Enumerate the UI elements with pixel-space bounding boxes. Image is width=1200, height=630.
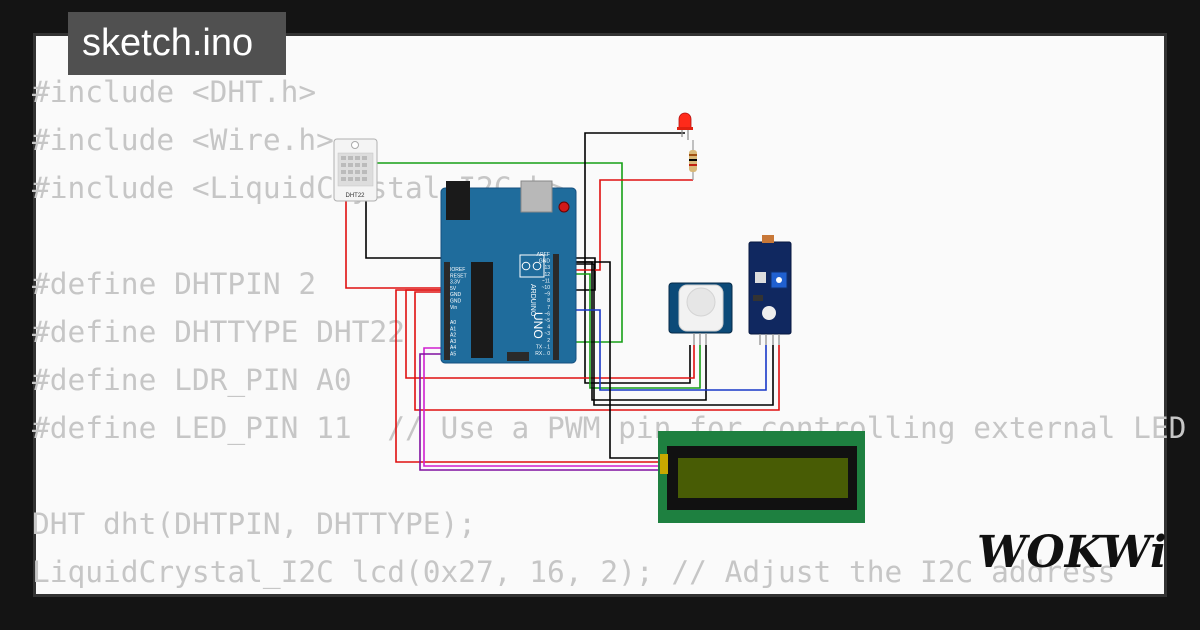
pin-label: TX→1 [536,344,550,350]
arduino-power-jack [446,181,470,220]
pin-label: A3 [450,339,456,345]
lcd-1602-display[interactable] [658,431,865,523]
pin-label: 13 [544,265,550,271]
wire-pir-out [576,273,701,389]
file-tab[interactable]: sketch.ino [68,12,286,75]
pin-label: 7 [547,305,550,311]
arduino-brand-label: ARDUINO [529,284,536,317]
pin-label: ~5 [544,318,550,324]
pin-label: 8 [547,298,550,304]
pin-label: 2 [547,338,550,344]
arduino-reset-button [558,201,570,213]
wokwi-logo: WOKWi [977,527,1167,578]
code-line: #define LDR_PIN A0 [32,363,352,397]
pin-label: 12 [544,272,550,278]
file-tab-label: sketch.ino [82,22,254,64]
wire-led-anode [584,132,691,384]
wire-lcd-sda [423,347,660,467]
lcd-screen [678,458,848,498]
wire-dht-gnd [365,185,596,291]
code-line: LiquidCrystal_I2C lcd(0x27, 16, 2); // A… [32,555,1116,589]
pin-label: RX←0 [535,351,550,357]
pin-label: ~9 [544,292,550,298]
wokwi-logo-text: WOKWi [977,527,1167,578]
ldr-sensor-module[interactable] [748,235,792,345]
wire-dht-vcc [345,185,445,289]
resistor[interactable] [689,140,697,180]
pir-motion-sensor[interactable] [668,282,733,345]
arduino-model-label: UNO [531,312,545,339]
pin-label: ~3 [544,331,550,337]
wire-led-resistor [576,179,693,271]
pin-label: A4 [450,345,456,351]
code-line: DHT dht(DHTPIN, DHTTYPE); [32,507,477,541]
pin-label: ~6 [544,311,550,317]
dht22-sensor[interactable]: DHT22 [333,138,378,202]
pin-label: 3.3V [450,280,461,286]
pin-label: A2 [450,333,456,339]
pin-label: IOREF [450,267,465,273]
pin-label: GND [450,292,462,298]
pin-label: ~10 [542,285,551,291]
pin-label: GND [539,259,551,265]
wire-lcd-gnd [576,261,660,459]
pin-label: 5V [450,286,457,292]
wire-ldr-vcc [414,291,780,411]
code-line: #include <Wire.h> [32,123,334,157]
pin-label: A0 [450,320,456,326]
dht22-label: DHT22 [345,193,365,199]
wire-ldr-ao [576,309,767,391]
wires [345,132,780,471]
red-led[interactable] [677,112,693,140]
code-line: #define DHTPIN 2 [32,267,317,301]
wire-lcd-vcc [395,289,660,463]
pin-label: GND [450,299,462,305]
pin-label: AREF [537,252,550,258]
wire-ldr-gnd [576,263,774,406]
pin-label: A5 [450,352,456,358]
code-line: #define DHTTYPE DHT22 [32,315,405,349]
pin-label: ~11 [542,278,550,284]
code-line: #include <DHT.h> [32,75,317,109]
wire-lcd-scl [419,353,660,471]
pin-label: Vin [450,305,457,311]
arduino-usb-port [520,180,553,213]
arduino-chip [471,262,493,358]
pin-label: 4 [547,325,550,331]
pin-label: RESET [450,273,467,279]
pin-label: A1 [450,326,456,332]
